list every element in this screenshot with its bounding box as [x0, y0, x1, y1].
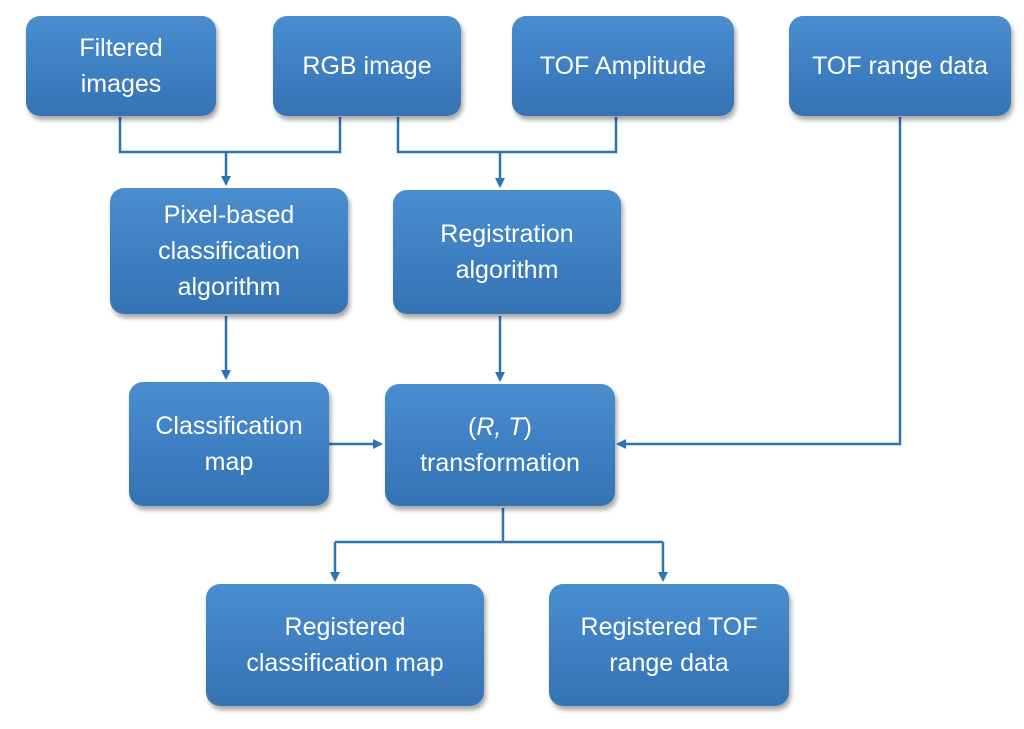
node-registered-tof-line-2: range data: [609, 649, 729, 677]
node-registered-classmap-line-1: Registered: [284, 613, 406, 641]
node-registered-tof-range-data: Registered TOF range data: [549, 584, 789, 706]
node-registration-line-2: algorithm: [455, 256, 559, 284]
rt-open-paren: (: [468, 413, 477, 441]
node-pixel-classification-line-3: algorithm: [177, 273, 281, 301]
rt-separator: ,: [494, 413, 509, 441]
rt-close-paren: ): [523, 413, 532, 441]
node-pixel-classification-line-1: Pixel-based: [163, 201, 295, 229]
node-classification-map-line-2: map: [204, 448, 254, 476]
node-registered-classmap-line-2: classification map: [246, 649, 444, 677]
node-pixel-classification-line-2: classification: [158, 237, 300, 265]
node-rt-transformation-line-2: transformation: [420, 449, 580, 477]
node-registration-line-1: Registration: [440, 220, 574, 248]
connector-rgb-amplitude-join: [396, 117, 618, 154]
connector-tofrange-to-rt: [616, 117, 902, 449]
node-tof-amplitude: TOF Amplitude: [512, 16, 734, 116]
node-registered-classification-map: Registered classification map: [206, 584, 484, 706]
node-rt-transformation-line-1: (R, T): [420, 409, 580, 445]
node-tof-amplitude-line-1: TOF Amplitude: [539, 52, 707, 80]
node-registration-algorithm: Registration algorithm: [393, 190, 621, 314]
node-filtered-images: Filtered images: [26, 16, 216, 116]
node-registered-tof-line-1: Registered TOF: [580, 613, 758, 641]
node-pixel-classification: Pixel-based classification algorithm: [110, 188, 348, 314]
rt-t-symbol: T: [508, 413, 524, 441]
node-rgb-image-line-1: RGB image: [302, 52, 432, 80]
connector-filtered-to-join: [118, 117, 342, 154]
node-tof-range-data-line-1: TOF range data: [811, 52, 989, 80]
node-rgb-image: RGB image: [273, 16, 461, 116]
node-filtered-images-line-2: images: [80, 70, 162, 98]
node-classification-map-line-1: Classification: [155, 412, 303, 440]
node-tof-range-data: TOF range data: [789, 16, 1011, 116]
node-filtered-images-line-1: Filtered: [79, 34, 163, 62]
node-rt-transformation: (R, T) transformation: [385, 384, 615, 506]
node-classification-map: Classification map: [129, 382, 329, 506]
rt-r-symbol: R: [476, 413, 495, 441]
